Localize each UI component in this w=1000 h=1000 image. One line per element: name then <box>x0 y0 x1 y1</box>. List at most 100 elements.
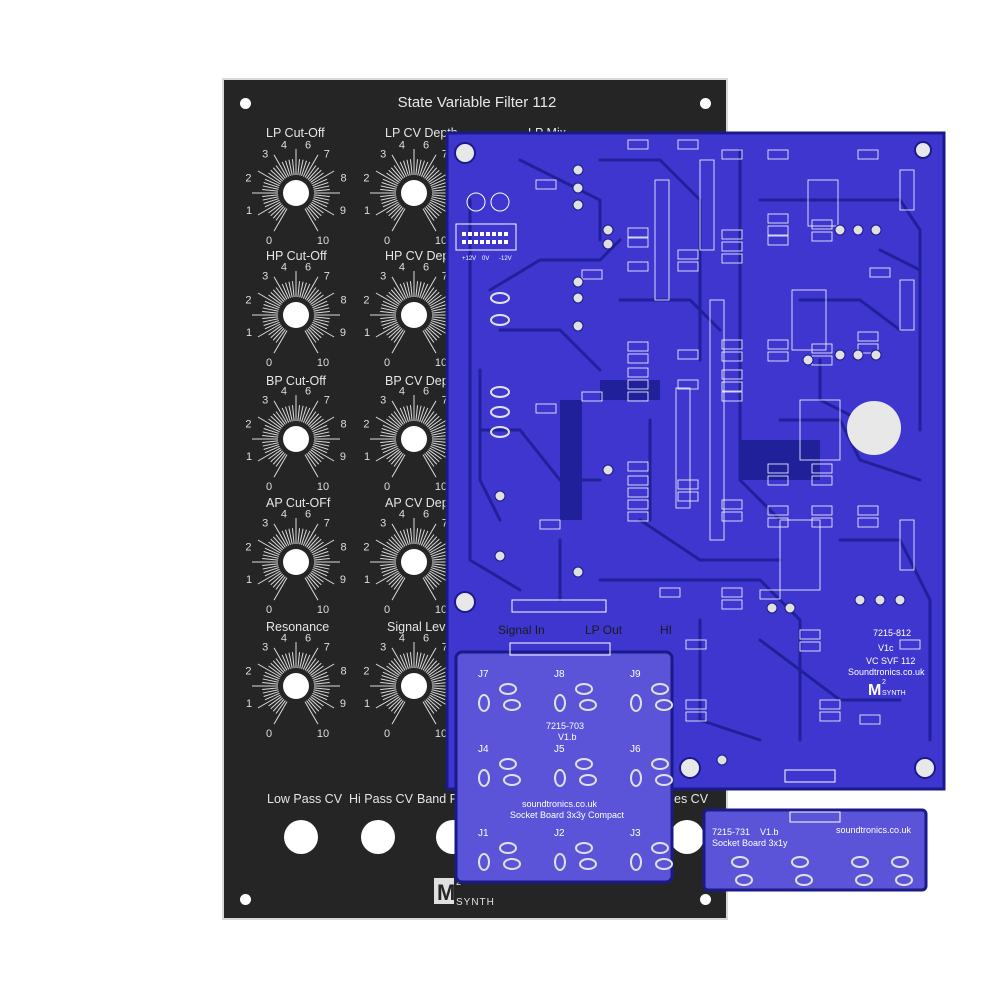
knob-scale-number: 8 <box>458 419 464 431</box>
knob-tick <box>427 291 440 304</box>
knob-tick <box>309 662 322 675</box>
knob-tick <box>409 159 413 176</box>
knob-tick <box>311 292 335 307</box>
knob-tick <box>380 307 397 312</box>
knob-tick <box>422 577 437 601</box>
jack-socket[interactable] <box>284 820 318 854</box>
jack-socket[interactable] <box>436 820 470 854</box>
knob-scale-number: 7 <box>324 642 330 654</box>
knob-tick <box>380 687 397 691</box>
knob-shaft-hole[interactable] <box>401 673 427 699</box>
knob-tick <box>430 304 447 310</box>
knob-tick <box>419 653 425 670</box>
knob-tick <box>380 188 397 192</box>
knob-tick <box>420 161 429 177</box>
knob-shaft-hole[interactable] <box>283 180 309 206</box>
knob-tick <box>301 282 307 299</box>
knob-tick <box>310 572 324 583</box>
knob-tick <box>313 434 330 438</box>
knob-tick <box>273 330 288 354</box>
knob-scale-number: 3 <box>380 395 386 407</box>
knob-tick <box>427 573 440 586</box>
knob-tick <box>428 418 442 429</box>
knob-tick <box>430 691 447 697</box>
knob-tick <box>382 692 398 701</box>
knob-tick <box>382 300 398 309</box>
knob-tick <box>380 185 397 190</box>
knob-tick <box>393 658 404 672</box>
knob-tick <box>264 199 280 208</box>
knob-scale-number: 1 <box>246 574 252 586</box>
knob-tick <box>270 662 283 675</box>
knob-tick <box>263 428 280 434</box>
knob-tick <box>313 563 330 567</box>
knob-shaft-hole[interactable] <box>283 549 309 575</box>
pcb-trace <box>798 298 902 332</box>
knob-tick <box>306 453 317 467</box>
knob-tick <box>381 444 398 450</box>
knob-tick <box>313 678 330 683</box>
knob-tick <box>307 206 320 219</box>
knob-tick <box>272 289 285 302</box>
knob-tick <box>281 161 290 177</box>
knob-tick <box>257 416 281 431</box>
pcb-trace <box>758 198 922 432</box>
knob-tick <box>430 567 447 573</box>
knob-tick <box>313 310 330 314</box>
knob-tick <box>422 523 437 547</box>
logo-superscript: 2 <box>456 877 461 887</box>
knob-tick <box>312 198 329 204</box>
knob-tick <box>301 406 307 423</box>
knob-tick <box>306 700 317 714</box>
knob-scale-number: 7 <box>324 149 330 161</box>
knob-tick <box>268 294 282 305</box>
resistor-footprint <box>811 463 833 474</box>
resistor-footprint <box>811 231 833 242</box>
knob-scale-number: 8 <box>340 666 346 678</box>
knob-tick <box>263 304 280 310</box>
knob-tick <box>431 434 448 438</box>
knob-shaft-hole[interactable] <box>401 549 427 575</box>
knob-tick <box>275 576 286 590</box>
knob-tick <box>273 523 288 547</box>
knob-scale-number: 10 <box>435 235 447 247</box>
jack-socket[interactable] <box>670 820 704 854</box>
jack-socket[interactable] <box>361 820 395 854</box>
knob-scale-number: 2 <box>363 419 369 431</box>
knob-tick <box>312 300 328 309</box>
knob-tick <box>285 529 291 546</box>
knob-tick <box>268 418 282 429</box>
knob-shaft-hole[interactable] <box>401 426 427 452</box>
knob-tick <box>422 647 437 671</box>
knob-scale-number: 6 <box>423 508 429 520</box>
knob-tick <box>263 691 280 697</box>
knob-scale-number: 10 <box>435 604 447 616</box>
knob-tick <box>272 413 285 426</box>
knob-label-bp-cv-depth: BP CV Depth <box>385 374 460 388</box>
knob-shaft-hole[interactable] <box>283 426 309 452</box>
knob-tick <box>417 159 422 176</box>
knob-tick <box>262 678 279 683</box>
knob-tick <box>428 325 442 336</box>
knob-tick <box>304 276 319 300</box>
knob-shaft-hole[interactable] <box>283 302 309 328</box>
board-logo-mark: M <box>868 682 881 699</box>
resistor-footprint <box>811 517 833 528</box>
knob-shaft-hole[interactable] <box>401 302 427 328</box>
knob-tick <box>431 188 448 192</box>
knob-tick <box>375 170 399 185</box>
pcb-pad <box>834 349 846 361</box>
knob-tick <box>382 568 398 577</box>
knob-shaft-hole[interactable] <box>283 673 309 699</box>
knob-shaft-hole[interactable] <box>401 180 427 206</box>
